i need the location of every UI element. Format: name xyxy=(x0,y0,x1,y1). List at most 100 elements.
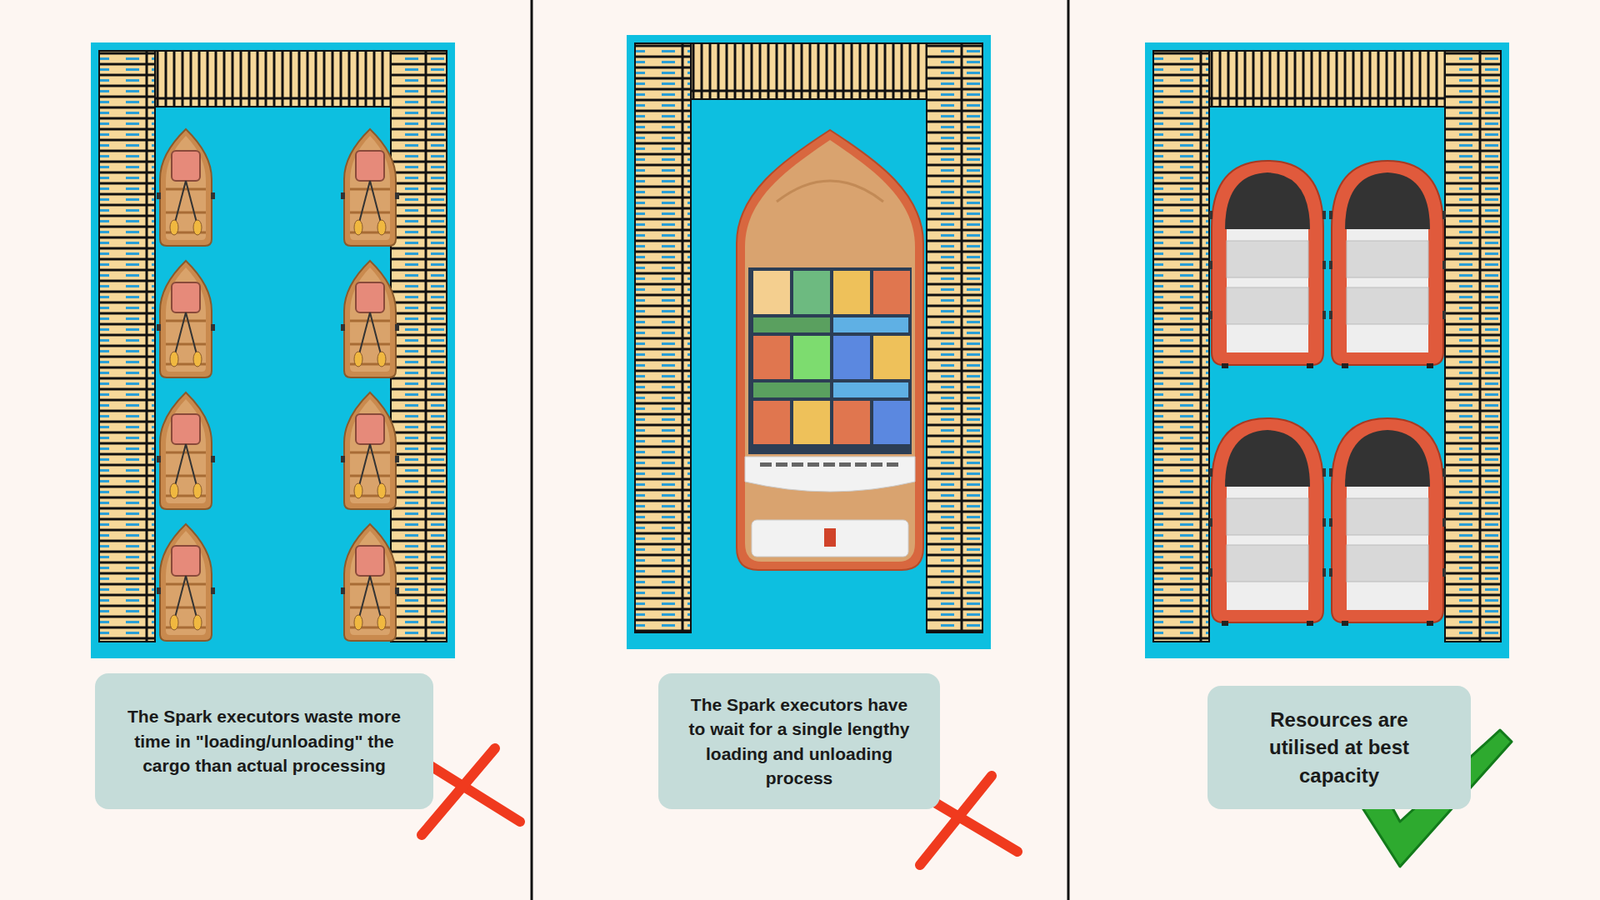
handle xyxy=(1329,468,1333,477)
oar xyxy=(175,180,186,223)
rowboat-seat xyxy=(171,414,200,445)
dock xyxy=(390,50,447,642)
handle xyxy=(1442,518,1446,527)
bridge-window xyxy=(791,462,804,467)
inflatable-seat xyxy=(1346,545,1429,582)
harbour-water xyxy=(626,35,991,650)
inflatable-tube xyxy=(1211,418,1324,623)
oar-blade xyxy=(170,483,179,499)
handle xyxy=(1442,568,1446,577)
oar-blade xyxy=(170,615,179,630)
handle xyxy=(1209,568,1213,577)
rowboat xyxy=(340,260,400,378)
rowboat-bench xyxy=(350,475,390,478)
rowboat xyxy=(340,392,400,510)
caption-box: The Spark executors waste more time in "… xyxy=(95,673,434,810)
rowlock xyxy=(210,455,215,463)
oar xyxy=(370,444,381,486)
rowboat-hull xyxy=(160,392,212,510)
handle xyxy=(1442,210,1446,220)
handle xyxy=(1329,210,1333,220)
dock xyxy=(635,43,691,633)
dock xyxy=(99,50,155,642)
harbour xyxy=(90,42,455,659)
ship-bridge xyxy=(745,456,915,492)
rowboat-bench xyxy=(165,451,206,455)
oar-blade xyxy=(193,351,202,367)
inflatable-seat xyxy=(1226,545,1309,582)
oar xyxy=(359,444,370,486)
dock xyxy=(1445,50,1501,642)
oar-blade xyxy=(170,351,179,367)
oar-blade xyxy=(193,220,202,235)
rowboat-deck xyxy=(165,267,206,372)
oar xyxy=(370,575,381,618)
container-ship xyxy=(736,130,924,570)
rowboat-bench xyxy=(350,451,390,455)
rowlock xyxy=(395,192,400,200)
bridge-window xyxy=(855,462,867,467)
inflatable-floor xyxy=(1346,486,1429,610)
inflatable-seat xyxy=(1346,498,1429,535)
inflatable-seat xyxy=(1346,240,1429,278)
inflatable-nub xyxy=(1341,363,1349,369)
inflatable-nub xyxy=(1426,363,1434,369)
rowboat-deck xyxy=(350,530,390,635)
inflatable-nub xyxy=(1221,620,1229,626)
container xyxy=(833,270,870,315)
container xyxy=(793,400,830,445)
caption-box: Resources are utilised at best capacity xyxy=(1207,685,1471,810)
rowboat-bench xyxy=(165,583,206,586)
rowboat-seat xyxy=(355,282,385,313)
inflatable-bow xyxy=(1345,430,1430,487)
rowlock xyxy=(340,324,345,331)
ship-stern xyxy=(751,520,909,557)
rowboat-seat xyxy=(355,414,385,445)
harbour xyxy=(1145,42,1510,659)
inflatable-bow xyxy=(1225,172,1310,230)
rowboat-deck xyxy=(165,135,206,240)
ship-funnel xyxy=(824,528,836,547)
caption-box: The Spark executors have to wait for a s… xyxy=(658,673,940,810)
rowlock xyxy=(395,587,400,595)
oar-blade xyxy=(193,483,202,499)
handle xyxy=(1209,468,1213,477)
rowlock xyxy=(340,587,345,595)
dock xyxy=(1209,50,1445,107)
handle xyxy=(1329,260,1333,270)
rowboat-seat xyxy=(355,150,385,181)
rowboat-seat xyxy=(171,150,200,181)
inflatable-nub xyxy=(1306,363,1314,369)
oar-blade xyxy=(170,220,179,235)
oar-blade xyxy=(354,615,363,630)
dock xyxy=(690,43,927,100)
bridge-window xyxy=(870,462,883,467)
inflatable-nub xyxy=(1221,363,1229,369)
bridge-window xyxy=(807,462,820,467)
container xyxy=(753,317,830,333)
oar-blade xyxy=(354,483,363,499)
inflatable-boat xyxy=(1329,418,1446,626)
oar xyxy=(370,312,381,355)
oar-blade xyxy=(354,220,363,235)
rowlock xyxy=(210,587,215,595)
rowboat xyxy=(156,260,215,378)
harbour xyxy=(626,35,991,650)
inflatable-nub xyxy=(1426,620,1434,626)
oar xyxy=(185,575,197,618)
inflatable-tube xyxy=(1211,160,1324,365)
rowboat-hull xyxy=(344,392,396,510)
dock xyxy=(926,43,983,633)
harbour-water xyxy=(90,42,455,659)
rowboat-deck xyxy=(350,135,390,240)
container xyxy=(833,317,909,333)
inflatable-seat xyxy=(1226,498,1309,535)
inflatable-tube xyxy=(1331,418,1444,623)
handle xyxy=(1322,210,1326,220)
oar xyxy=(185,312,197,355)
handle xyxy=(1442,260,1446,270)
rowboat-deck xyxy=(350,399,390,504)
oar-blade xyxy=(193,615,202,630)
oar-blade xyxy=(354,351,363,367)
